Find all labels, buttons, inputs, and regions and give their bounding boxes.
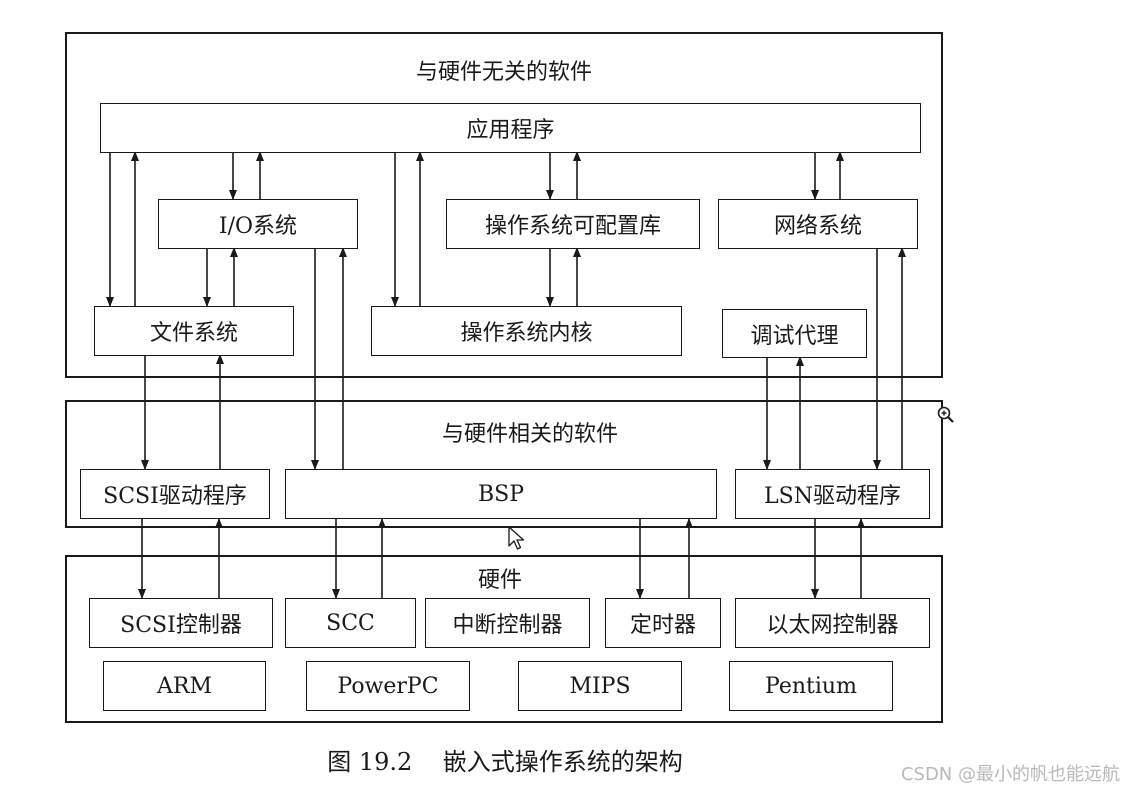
watermark: CSDN @最小的帆也能远航 bbox=[900, 764, 1120, 785]
lsn-driver-box: LSN驱动程序 bbox=[735, 469, 930, 519]
section-title-independent: 与硬件无关的软件 bbox=[415, 60, 592, 85]
bsp-box: BSP bbox=[285, 469, 717, 519]
app-box: 应用程序 bbox=[100, 103, 921, 153]
powerpc-box: PowerPC bbox=[306, 661, 470, 711]
ethernet-controller-box: 以太网控制器 bbox=[735, 598, 930, 648]
io-system-box: I/O系统 bbox=[158, 199, 358, 249]
section-title-dependent: 与硬件相关的软件 bbox=[441, 422, 618, 447]
zoom-in-cursor-icon bbox=[937, 406, 954, 423]
timer-box: 定时器 bbox=[605, 598, 721, 648]
interrupt-controller-box: 中断控制器 bbox=[425, 598, 590, 648]
hardware-section bbox=[65, 555, 943, 723]
os-kernel-box: 操作系统内核 bbox=[371, 306, 682, 356]
figure-caption: 图 19.2 嵌入式操作系统的架构 bbox=[327, 748, 683, 776]
scsi-driver-box: SCSI驱动程序 bbox=[80, 469, 270, 519]
scsi-controller-box: SCSI控制器 bbox=[89, 598, 273, 648]
hardware-dependent-section bbox=[65, 400, 943, 528]
os-config-lib-box: 操作系统可配置库 bbox=[446, 199, 700, 249]
hardware-independent-section bbox=[65, 32, 943, 378]
section-title-hardware: 硬件 bbox=[477, 568, 522, 593]
debug-agent-box: 调试代理 bbox=[722, 309, 867, 358]
arrow-cursor-icon bbox=[508, 526, 525, 550]
network-system-box: 网络系统 bbox=[718, 199, 918, 249]
filesystem-box: 文件系统 bbox=[94, 306, 294, 356]
mips-box: MIPS bbox=[518, 661, 682, 711]
scc-box: SCC bbox=[285, 598, 416, 648]
pentium-box: Pentium bbox=[729, 661, 893, 711]
arm-box: ARM bbox=[103, 661, 266, 711]
